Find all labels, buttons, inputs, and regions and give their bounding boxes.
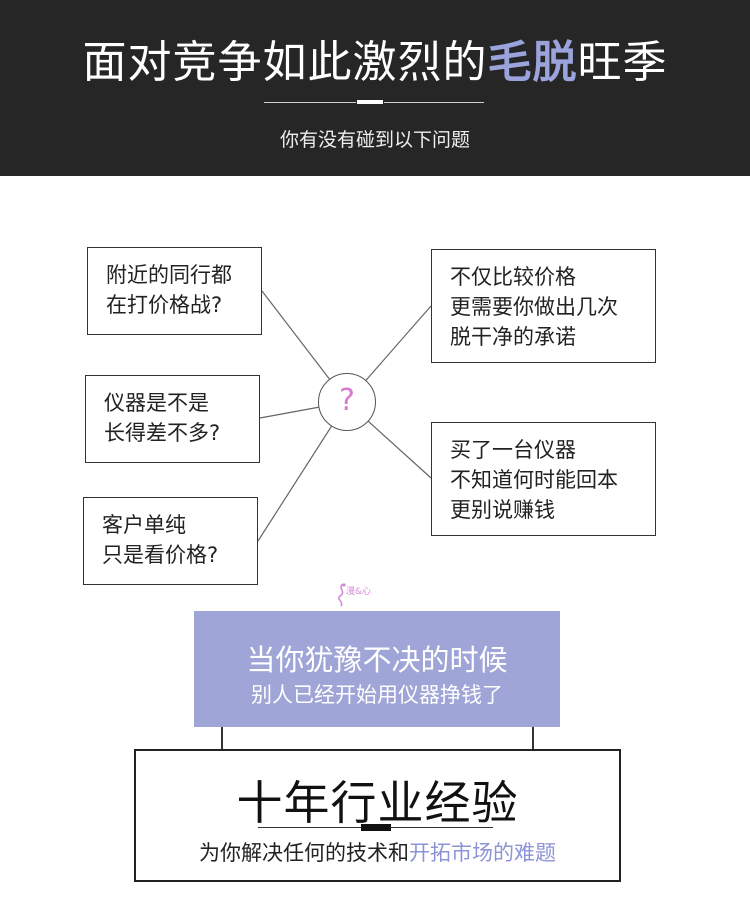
question-text: 只是看价格? [102, 543, 219, 567]
brand-mark-icon [338, 583, 346, 607]
question-mark-icon: ? [318, 373, 376, 431]
question-box-promise: 不仅比较价格 更需要你做出几次 脱干净的承诺 [431, 249, 656, 363]
question-box-similar-devices: 仪器是不是 长得差不多? [85, 375, 260, 463]
header-banner: 面对竞争如此激烈的毛脱旺季 你有没有碰到以下问题 [0, 0, 750, 176]
brand-logo-text: 漫&心 [346, 587, 372, 597]
banner-headline: 当你犹豫不决的时候 [246, 643, 508, 677]
hesitation-banner: 当你犹豫不决的时候 别人已经开始用仪器挣钱了 [194, 611, 560, 727]
question-text: 附近的同行都 [106, 263, 232, 287]
header-divider-left [264, 102, 356, 103]
title-text-start: 面对竞争如此激烈的 [82, 37, 488, 88]
question-text: 在打价格战? [106, 293, 223, 317]
title-text-end: 旺季 [577, 37, 668, 88]
banner-subline: 别人已经开始用仪器挣钱了 [251, 683, 503, 707]
experience-title: 十年行业经验 [236, 776, 519, 830]
experience-divider-right [390, 827, 493, 828]
experience-divider-left [258, 827, 363, 828]
question-text: 客户单纯 [102, 513, 186, 537]
experience-subtitle: 为你解决任何的技术和开拓市场的难题 [136, 837, 619, 867]
question-text: 仪器是不是 [104, 391, 209, 415]
question-box-price-only: 客户单纯 只是看价格? [83, 497, 258, 585]
question-text: 脱干净的承诺 [450, 325, 576, 349]
banner-connector-left [221, 727, 223, 749]
question-text: 长得差不多? [104, 421, 221, 445]
question-text: 买了一台仪器 [450, 438, 576, 462]
header-divider-right [384, 102, 484, 103]
question-text: 不仅比较价格 [450, 265, 576, 289]
question-text: 更需要你做出几次 [450, 295, 618, 319]
brand-logo: 漫&心 [335, 582, 379, 608]
experience-divider-mark [361, 824, 391, 831]
experience-subtitle-text: 为你解决任何的技术和 [199, 841, 409, 865]
question-text: 更别说赚钱 [450, 498, 555, 522]
question-box-price-war: 附近的同行都 在打价格战? [87, 247, 262, 335]
page-subtitle: 你有没有碰到以下问题 [279, 129, 470, 151]
experience-subtitle-highlight: 开拓市场的难题 [409, 841, 556, 865]
header-divider-mark [357, 100, 383, 104]
title-highlight: 毛脱 [487, 37, 578, 88]
banner-connector-right [532, 727, 534, 749]
question-text: 不知道何时能回本 [450, 468, 618, 492]
page-title: 面对竞争如此激烈的毛脱旺季 [0, 26, 750, 90]
experience-box: 十年行业经验 为你解决任何的技术和开拓市场的难题 [134, 749, 621, 882]
question-box-payback: 买了一台仪器 不知道何时能回本 更别说赚钱 [431, 422, 656, 536]
